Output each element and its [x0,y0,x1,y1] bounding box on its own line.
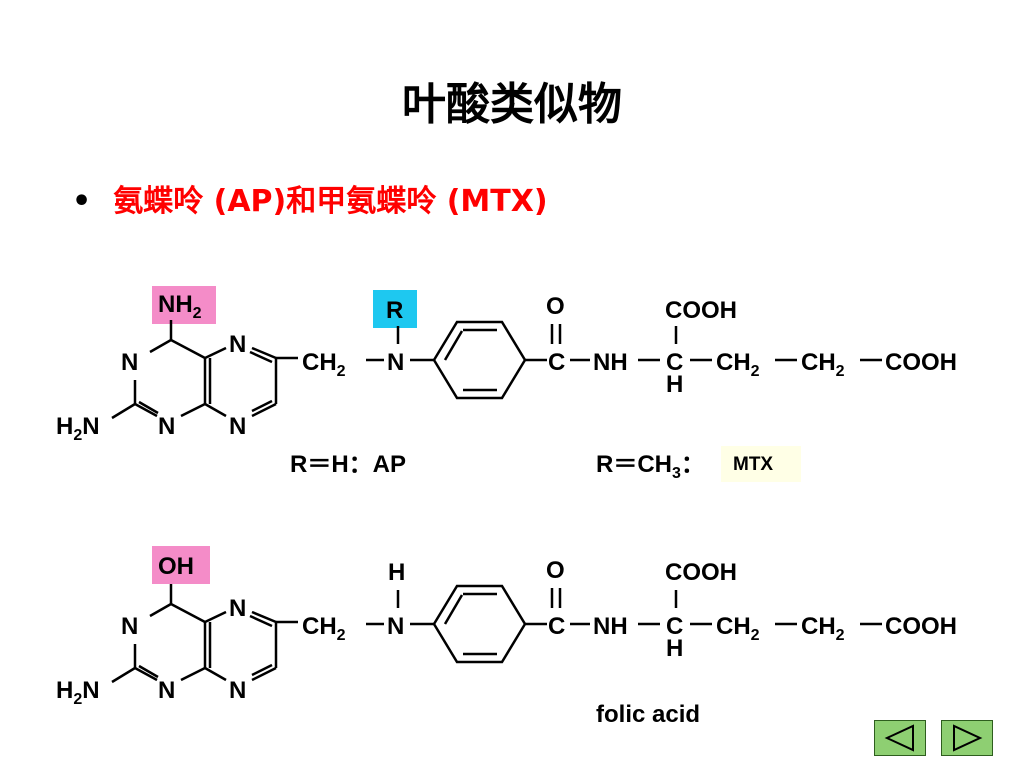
carbonyl-c-label: C [548,349,565,376]
legend-top: R＝H：AP R＝CH3： MTX [290,451,773,482]
ch2-beta-label-b: CH2 [716,613,760,644]
carbonyl-o-label-b: O [546,557,565,584]
highlight-mtx [721,446,801,482]
ring-n1: N [121,349,138,376]
legend-ap: R＝H：AP [290,451,406,478]
h2n-label-b: H2N [56,677,100,708]
cooh-end-label: COOH [885,349,957,376]
amine-n-label: N [387,349,404,376]
folic-acid-caption: folic acid [596,701,700,728]
ring-n5-b: N [229,595,246,622]
h2n-label: H2N [56,413,100,444]
legend-mtx-box-label: MTX [733,454,773,475]
amine-n-label-b: N [387,613,404,640]
ring-n5: N [229,331,246,358]
alpha-c-label: C [666,349,683,376]
ch2-beta-label: CH2 [716,349,760,380]
ring-n8-b: N [229,677,246,704]
bullet-dot: • [72,184,92,219]
alpha-h-label: H [666,371,683,398]
triangle-left-icon [884,724,914,752]
structure-folic-acid: OH N N N N H2N CH2 H N O C NH COOH C H C… [56,546,957,728]
highlight-oh [152,546,210,584]
ring-n8: N [229,413,246,440]
cooh-alpha-label: COOH [665,297,737,324]
r-label: R [386,297,403,324]
ch2-linker-label: CH2 [302,349,346,380]
atoms-top: NH2 R N N N N H2N CH2 N O C NH COOH C H … [56,291,957,444]
oh-label: OH [158,553,194,580]
structure-aminopterin-methotrexate: NH2 R N N N N H2N CH2 N O C NH COOH C H … [56,286,957,482]
highlight-r [373,290,417,328]
cooh-alpha-label-b: COOH [665,559,737,586]
ring-n3: N [158,413,175,440]
alpha-c-label-b: C [666,613,683,640]
legend-mtx: R＝CH3： [596,451,705,482]
bonds-bottom [111,584,882,684]
ring-n1-b: N [121,613,138,640]
ch2-gamma-label-b: CH2 [801,613,845,644]
amide-nh-label: NH [593,349,628,376]
nh-h-label: H [388,559,405,586]
ch2-linker-label-b: CH2 [302,613,346,644]
cooh-end-label-b: COOH [885,613,957,640]
atoms-bottom: OH N N N N H2N CH2 H N O C NH COOH C H C… [56,553,957,728]
triangle-right-icon [953,724,983,752]
highlight-nh2 [152,286,216,324]
alpha-h-label-b: H [666,635,683,662]
ring-n3-b: N [158,677,175,704]
nh2-label: NH2 [158,291,202,322]
carbonyl-o-label: O [546,293,565,320]
amide-nh-label-b: NH [593,613,628,640]
slide-title: 叶酸类似物 [402,79,622,130]
ch2-gamma-label: CH2 [801,349,845,380]
carbonyl-c-label-b: C [548,613,565,640]
prev-slide-button[interactable] [874,720,926,756]
bullet-text: 氨蝶呤 (AP)和甲氨蝶呤 (MTX) [113,184,548,219]
bonds-top [111,320,882,420]
bullet-item: • 氨蝶呤 (AP)和甲氨蝶呤 (MTX) [72,176,548,220]
next-slide-button[interactable] [941,720,993,756]
